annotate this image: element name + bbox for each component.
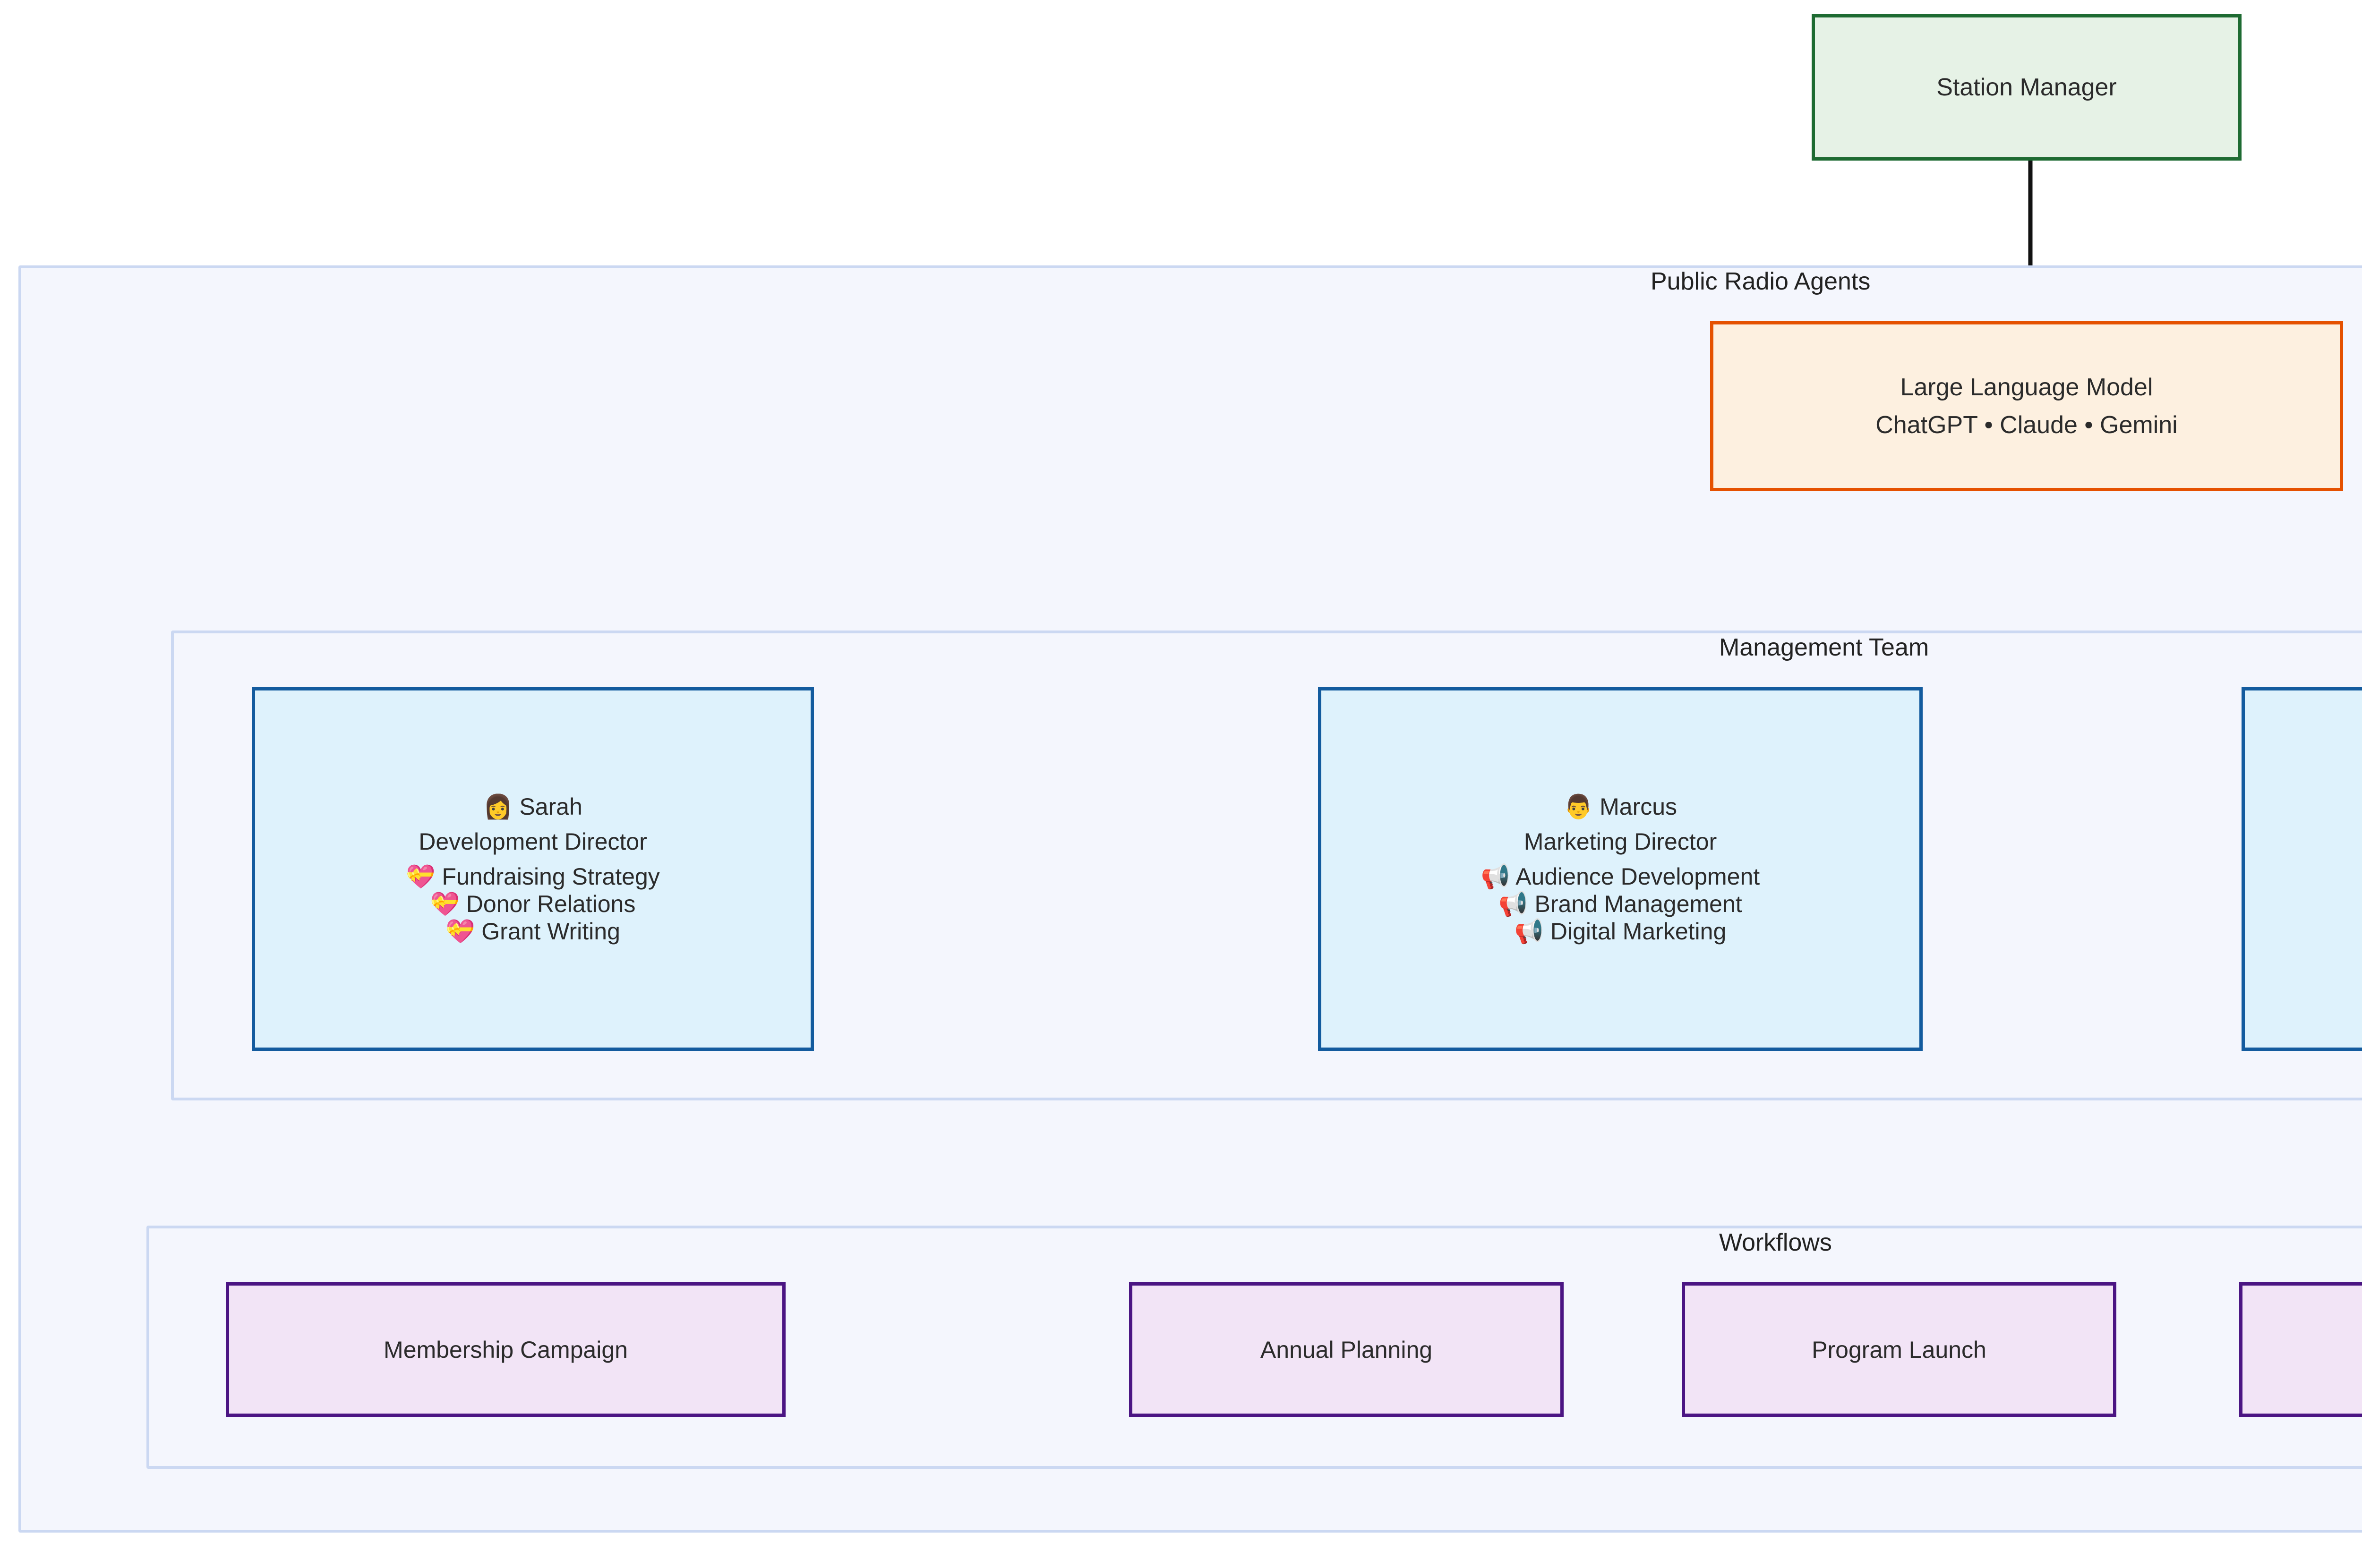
heart-with-ribbon-icon: 💝: [406, 863, 436, 890]
agent-skill: Grant Writing: [481, 918, 620, 945]
agent-name: Marcus: [1600, 793, 1677, 820]
node-station-manager[interactable]: Station Manager: [1812, 14, 2242, 161]
workflow-label: Program Launch: [1812, 1336, 1986, 1363]
node-large-language-model[interactable]: Large Language Model ChatGPT • Claude • …: [1710, 321, 2343, 491]
agent-skill-row: 💝 Grant Writing: [445, 920, 620, 943]
cluster-label-management-team: Management Team: [1712, 635, 1936, 660]
agent-skill: Donor Relations: [466, 891, 636, 917]
loudspeaker-icon: 📢: [1514, 918, 1544, 945]
agent-skill-row: 💝 Donor Relations: [430, 892, 636, 916]
agent-skill-row: 💝 Fundraising Strategy: [406, 865, 660, 888]
llm-title: Large Language Model: [1900, 374, 2153, 401]
cluster-label-public-radio-agents: Public Radio Agents: [1644, 269, 1877, 294]
agent-skill: Digital Marketing: [1550, 918, 1727, 945]
woman-emoji: 👩: [483, 793, 513, 820]
agent-skill-row: 📢 Audience Development: [1481, 865, 1760, 888]
agent-skill: Brand Management: [1534, 891, 1742, 917]
agent-skill: Fundraising Strategy: [442, 863, 660, 890]
cluster-label-workflows: Workflows: [1712, 1230, 1839, 1255]
agent-skill: Audience Development: [1515, 863, 1760, 890]
heart-with-ribbon-icon: 💝: [445, 918, 475, 945]
heart-with-ribbon-icon: 💝: [430, 890, 460, 918]
node-workflow-membership-campaign[interactable]: Membership Campaign: [226, 1282, 786, 1417]
node-agent-sarah[interactable]: 👩 Sarah Development Director 💝 Fundraisi…: [252, 687, 814, 1051]
node-workflow-annual-planning[interactable]: Annual Planning: [1129, 1282, 1564, 1417]
workflow-label: Annual Planning: [1260, 1336, 1433, 1363]
agent-role: Marketing Director: [1523, 828, 1717, 855]
loudspeaker-icon: 📢: [1481, 863, 1511, 890]
agent-name: Sarah: [519, 793, 582, 820]
node-agent-marcus[interactable]: 👨 Marcus Marketing Director 📢 Audience D…: [1318, 687, 1923, 1051]
station-manager-label: Station Manager: [1936, 74, 2117, 101]
workflow-label: Membership Campaign: [384, 1336, 628, 1363]
agent-role: Development Director: [419, 828, 647, 855]
agent-name-row: 👨 Marcus: [1564, 795, 1677, 818]
man-emoji: 👨: [1563, 793, 1593, 820]
agent-skill-row: 📢 Brand Management: [1498, 892, 1742, 916]
node-workflow-special-events[interactable]: Special Events: [2239, 1282, 2362, 1417]
node-workflow-program-launch[interactable]: Program Launch: [1682, 1282, 2116, 1417]
agent-name-row: 👩 Sarah: [483, 795, 582, 818]
node-agent-diana[interactable]: 👩 Diana Underwriting Director 🤝 Corporat…: [2242, 687, 2362, 1051]
llm-models: ChatGPT • Claude • Gemini: [1875, 411, 2178, 439]
loudspeaker-icon: 📢: [1498, 890, 1528, 918]
agent-skill-row: 📢 Digital Marketing: [1515, 920, 1727, 943]
